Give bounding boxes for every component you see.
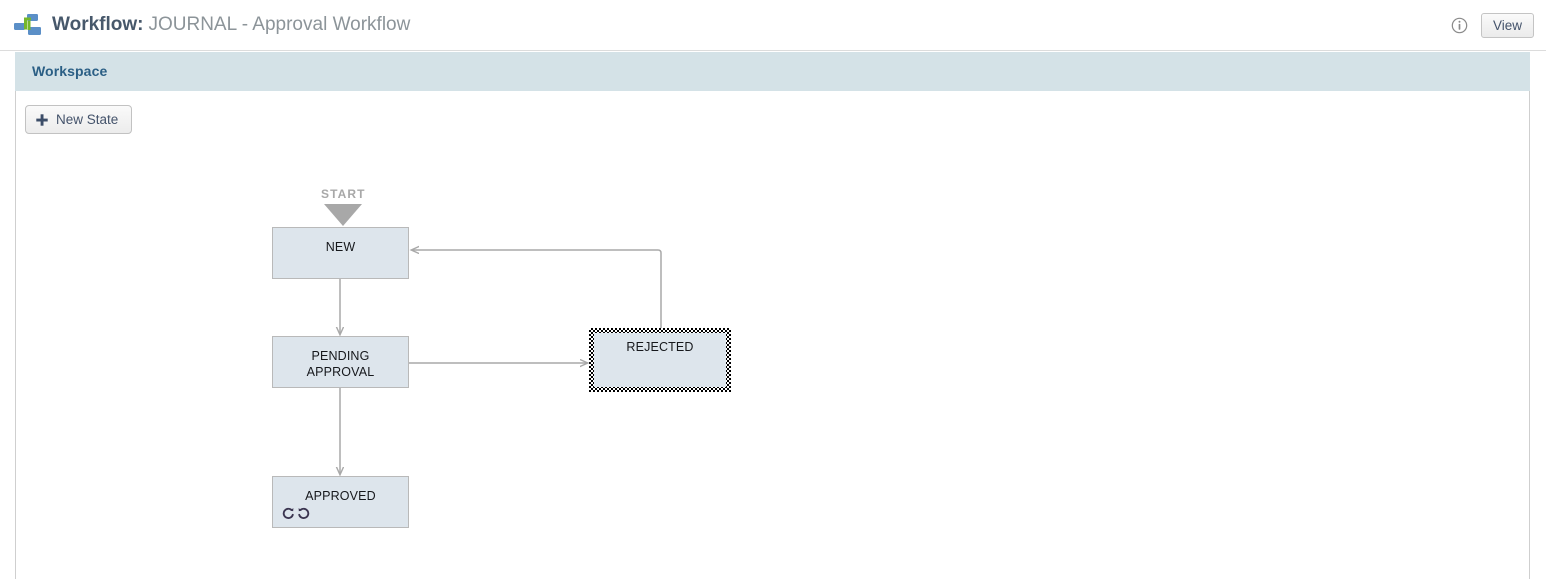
state-node-label: PENDING APPROVAL	[306, 349, 375, 379]
workflow-canvas[interactable]: New State	[15, 91, 1530, 579]
page-title-prefix: Workflow:	[52, 14, 144, 35]
state-node-approved[interactable]: APPROVED	[272, 476, 409, 528]
workspace-tab-bar: Workspace	[15, 52, 1530, 91]
loop-left-icon[interactable]	[282, 507, 295, 520]
page-header: Workflow:JOURNAL - Approval Workflow Vie…	[0, 0, 1546, 51]
header-actions: View	[1451, 0, 1534, 50]
edge-rejected-to-new	[412, 250, 662, 328]
state-node-rejected[interactable]: REJECTED	[589, 328, 731, 392]
state-node-icons	[282, 507, 310, 520]
header-title-group: Workflow:JOURNAL - Approval Workflow	[14, 0, 410, 50]
view-button[interactable]: View	[1480, 12, 1534, 38]
start-marker: START	[321, 187, 366, 226]
workflow-diagram: START NEW PENDING APPROVAL REJECTED APPR…	[16, 91, 1529, 579]
new-state-button[interactable]: New State	[25, 105, 133, 134]
new-state-button-label: New State	[56, 112, 119, 127]
state-node-label: APPROVED	[305, 489, 376, 503]
start-label: START	[321, 187, 366, 201]
plus-icon	[36, 113, 48, 126]
workflow-icon	[14, 14, 41, 35]
state-node-inner	[594, 333, 726, 387]
page-title-name: JOURNAL - Approval Workflow	[148, 14, 411, 35]
start-arrow-icon	[324, 204, 363, 226]
state-node-new[interactable]: NEW	[272, 227, 409, 279]
info-icon[interactable]	[1451, 17, 1468, 34]
workflow-edges	[16, 91, 662, 579]
page-title: Workflow:JOURNAL - Approval Workflow	[52, 13, 410, 37]
loop-right-icon[interactable]	[297, 507, 310, 520]
state-node-label: NEW	[325, 240, 356, 254]
tab-workspace[interactable]: Workspace	[32, 63, 108, 79]
state-node-pending-approval[interactable]: PENDING APPROVAL	[272, 336, 409, 388]
